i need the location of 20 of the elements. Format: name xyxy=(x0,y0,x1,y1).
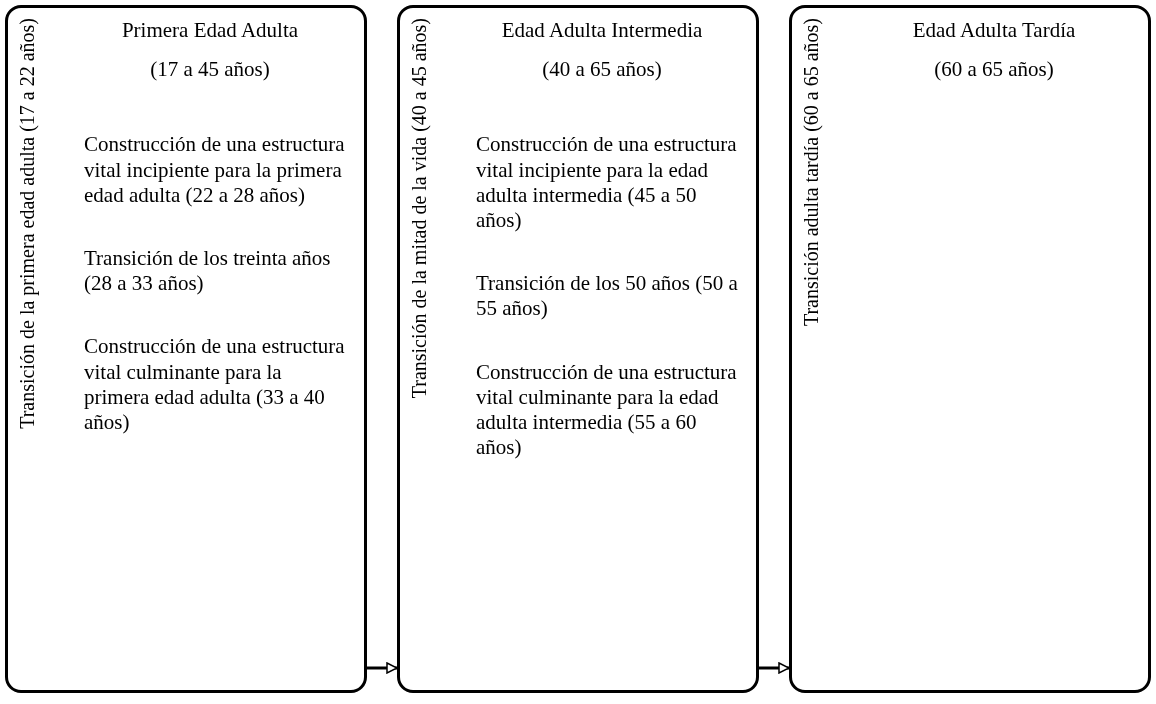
stage-heading: Edad Adulta Intermedia xyxy=(501,18,703,44)
transition-label: Transición de la primera edad adulta (17 a 22 años) xyxy=(16,18,38,429)
transition-label: Transición adulta tardía (60 a 65 años) xyxy=(800,18,822,327)
substage-text: Transición de los treinta años (28 a 33 años) xyxy=(84,245,332,297)
stage-panel xyxy=(5,5,367,693)
substage-text: Construcción de una estructura vital culminante para la edad adulta intermedia (55 a 60 años) xyxy=(476,359,738,461)
substage-text: Construcción de una estructura vital incipiente para la edad adulta intermedia (45 a 50 años) xyxy=(476,132,738,234)
arrow xyxy=(367,662,398,674)
stage-heading: Edad Adulta Tardía xyxy=(912,18,1076,44)
substage-text: Transición de los 50 años (50 a 55 años) xyxy=(476,271,739,322)
substage-text: Construcción de una estructura vital incipiente para la primera edad adulta (22 a 28 años) xyxy=(84,132,346,208)
stage-panel xyxy=(397,5,759,693)
stage-panel xyxy=(789,5,1151,693)
age-range: (40 a 65 años) xyxy=(542,57,662,83)
transition-label: Transición de la mitad de la vida (40 a 45 años) xyxy=(408,18,430,399)
age-range: (60 a 65 años) xyxy=(934,57,1054,83)
stage-heading: Primera Edad Adulta xyxy=(121,18,299,44)
substage-text: Construcción de una estructura vital culminante para la primera edad adulta (33 a 40 años) xyxy=(84,334,346,436)
age-range: (17 a 45 años) xyxy=(150,57,270,83)
arrow xyxy=(759,662,790,674)
